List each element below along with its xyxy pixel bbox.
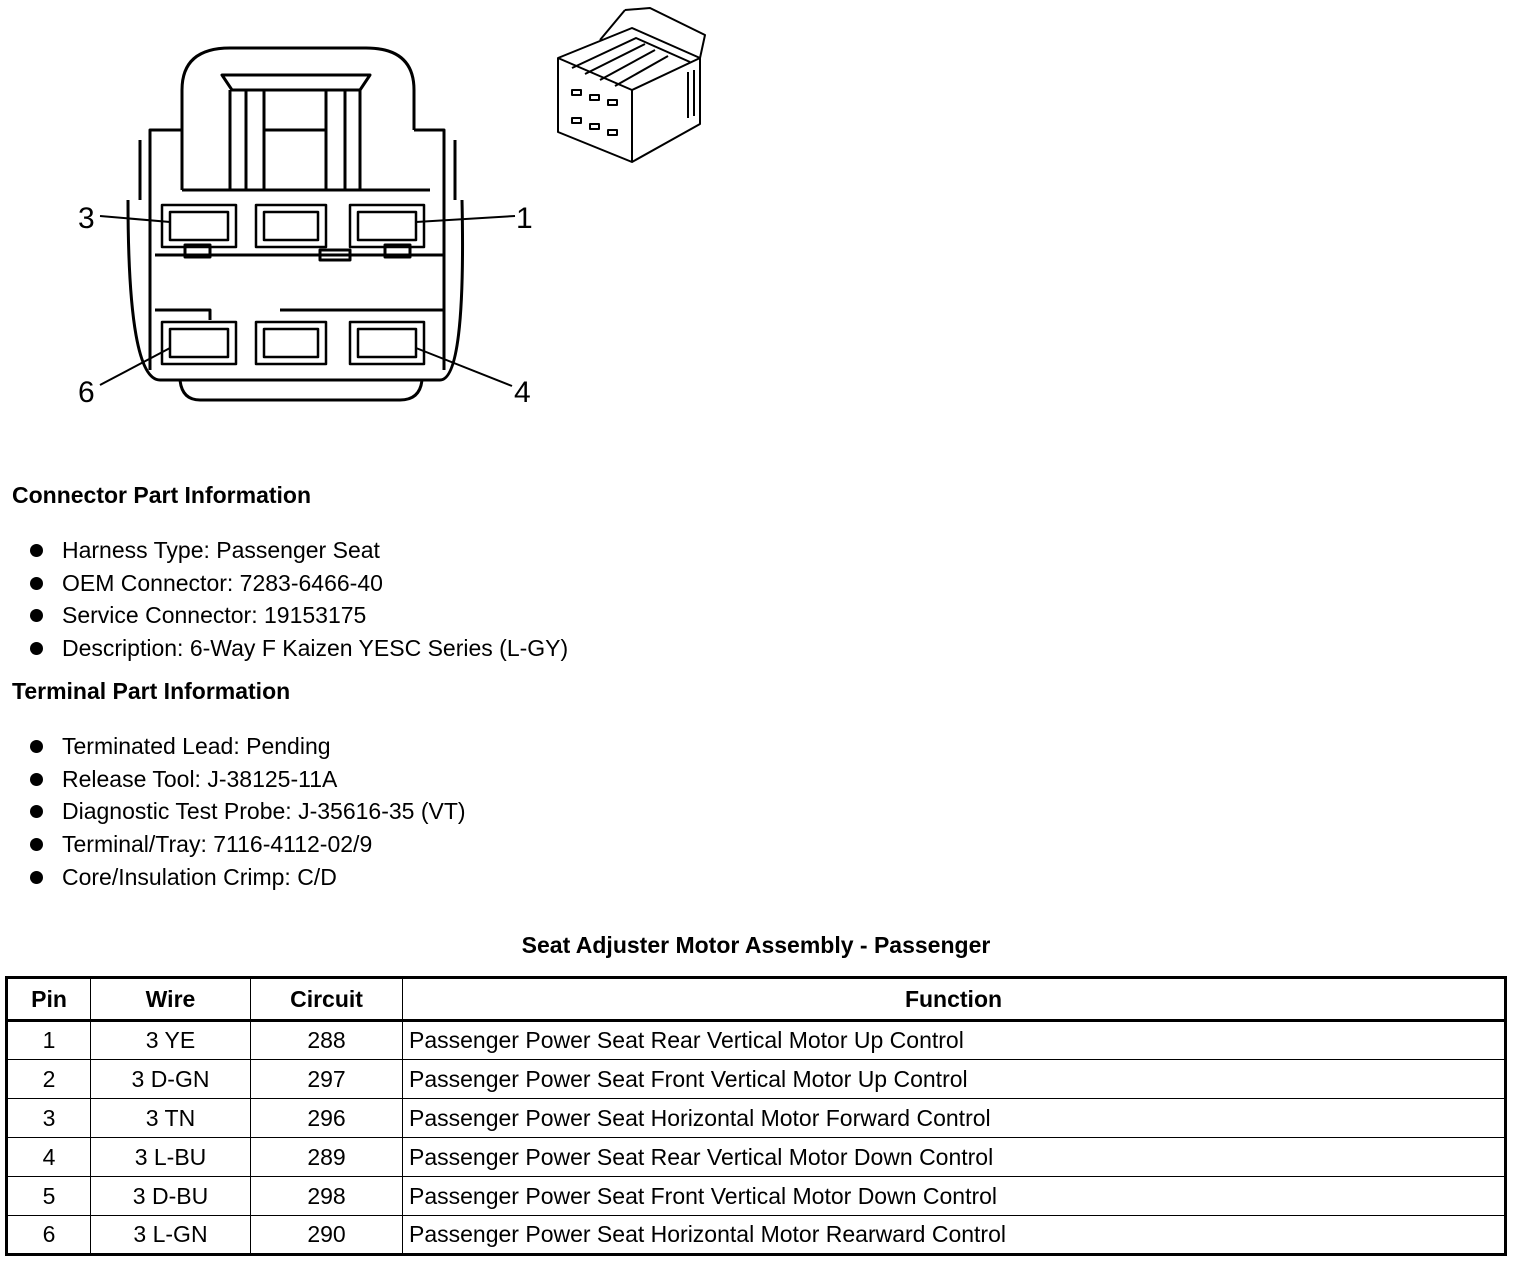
connector-info-title: Connector Part Information — [12, 482, 312, 508]
cell-circuit: 297 — [250, 1059, 403, 1099]
bullet-icon — [30, 609, 43, 623]
cell-pin: 4 — [6, 1137, 91, 1177]
cell-circuit: 296 — [250, 1098, 403, 1138]
pin-table-caption: Seat Adjuster Motor Assembly - Passenger — [521, 932, 991, 958]
list-item: Service Connector: 19153175 — [28, 599, 568, 632]
connector-housing — [126, 128, 465, 402]
cell-wire: 3 TN — [90, 1098, 251, 1138]
bullet-icon — [30, 576, 43, 590]
cell-pin: 5 — [6, 1176, 91, 1216]
header-circuit: Circuit — [250, 977, 403, 1022]
cavity-1 — [348, 203, 426, 249]
bullet-icon — [30, 642, 43, 656]
table-row: 1 3 YE 288 Passenger Power Seat Rear Ver… — [6, 1020, 1506, 1060]
cell-pin: 6 — [6, 1215, 91, 1255]
cavity-5 — [254, 320, 328, 366]
terminal-info-title: Terminal Part Information — [12, 678, 291, 704]
pin-label-6: 6 — [78, 376, 95, 409]
list-item: Description: 6-Way F Kaizen YESC Series … — [28, 632, 568, 665]
cell-wire: 3 L-BU — [90, 1137, 251, 1177]
pin-table: Pin Wire Circuit Function 1 3 YE 288 Pas… — [5, 976, 1507, 1256]
bullet-icon — [30, 772, 43, 786]
cavity-6 — [160, 320, 238, 366]
cell-function: Passenger Power Seat Front Vertical Moto… — [402, 1176, 1506, 1216]
table-header-row: Pin Wire Circuit Function — [6, 977, 1506, 1022]
table-row: 2 3 D-GN 297 Passenger Power Seat Front … — [6, 1059, 1506, 1099]
terminal-info-list: Terminated Lead: Pending Release Tool: J… — [28, 730, 466, 893]
list-item: Diagnostic Test Probe: J-35616-35 (VT) — [28, 795, 466, 828]
cell-wire: 3 YE — [90, 1020, 251, 1060]
header-wire: Wire — [90, 977, 251, 1022]
cell-circuit: 290 — [250, 1215, 403, 1255]
cell-pin: 2 — [6, 1059, 91, 1099]
connector-diagram: 3 1 6 4 — [78, 7, 706, 409]
connector-info-list: Harness Type: Passenger Seat OEM Connect… — [28, 534, 568, 665]
bullet-icon — [30, 838, 43, 852]
connector-isometric-view — [557, 7, 706, 163]
table-row: 6 3 L-GN 290 Passenger Power Seat Horizo… — [6, 1215, 1506, 1255]
cavity-3 — [160, 203, 238, 249]
bullet-icon — [30, 870, 43, 884]
bullet-icon — [30, 805, 43, 819]
cell-function: Passenger Power Seat Front Vertical Moto… — [402, 1059, 1506, 1099]
header-function: Function — [402, 977, 1506, 1022]
cell-function: Passenger Power Seat Rear Vertical Motor… — [402, 1020, 1506, 1060]
cell-function: Passenger Power Seat Horizontal Motor Re… — [402, 1215, 1506, 1255]
terminal-cavities — [160, 203, 426, 366]
cell-pin: 1 — [6, 1020, 91, 1060]
cell-wire: 3 D-BU — [90, 1176, 251, 1216]
table-row: 3 3 TN 296 Passenger Power Seat Horizont… — [6, 1098, 1506, 1138]
list-item: Harness Type: Passenger Seat — [28, 534, 568, 567]
list-item: Core/Insulation Crimp: C/D — [28, 861, 466, 894]
table-row: 4 3 L-BU 289 Passenger Power Seat Rear V… — [6, 1137, 1506, 1177]
list-item: OEM Connector: 7283-6466-40 — [28, 567, 568, 600]
list-item: Terminal/Tray: 7116-4112-02/9 — [28, 828, 466, 861]
bullet-icon — [30, 740, 43, 753]
pin-label-3: 3 — [78, 202, 95, 235]
cell-circuit: 289 — [250, 1137, 403, 1177]
header-pin: Pin — [6, 977, 91, 1022]
cell-circuit: 288 — [250, 1020, 403, 1060]
leader-lines — [99, 215, 516, 387]
cell-function: Passenger Power Seat Rear Vertical Motor… — [402, 1137, 1506, 1177]
cell-pin: 3 — [6, 1098, 91, 1138]
cell-wire: 3 L-GN — [90, 1215, 251, 1255]
pin-label-1: 1 — [516, 202, 533, 235]
table-row: 5 3 D-BU 298 Passenger Power Seat Front … — [6, 1176, 1506, 1216]
cavity-4 — [348, 320, 426, 366]
bullet-icon — [30, 544, 43, 557]
pin-label-4: 4 — [514, 376, 531, 409]
cell-circuit: 298 — [250, 1176, 403, 1216]
cavity-2 — [254, 203, 328, 249]
cell-function: Passenger Power Seat Horizontal Motor Fo… — [402, 1098, 1506, 1138]
cell-wire: 3 D-GN — [90, 1059, 251, 1099]
list-item: Terminated Lead: Pending — [28, 730, 466, 763]
connector-latch — [180, 46, 416, 190]
list-item: Release Tool: J-38125-11A — [28, 763, 466, 796]
